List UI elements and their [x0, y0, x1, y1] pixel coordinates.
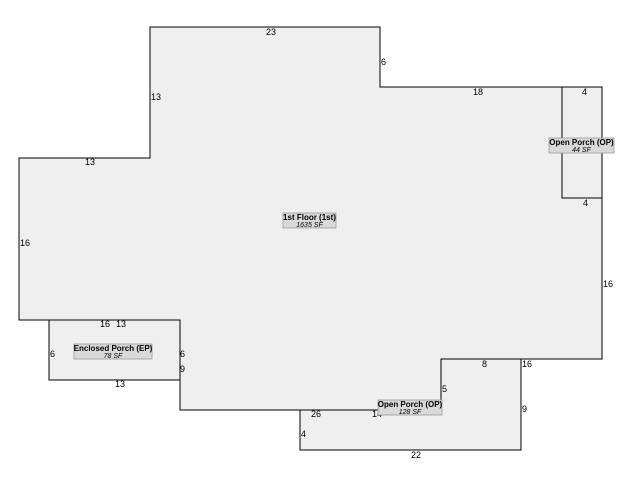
dimension-label: 6 — [50, 349, 55, 359]
dimension-label: 9 — [180, 364, 185, 374]
dimension-label: 14 — [372, 409, 382, 419]
dimension-label: 8 — [482, 359, 487, 369]
area-square-feet: 78 SF — [104, 353, 123, 360]
area-name: Open Porch (OP) — [378, 400, 443, 409]
dimension-label: 26 — [311, 409, 321, 419]
dimension-label: 9 — [522, 404, 527, 414]
dimension-label: 22 — [411, 450, 421, 460]
area-name: Enclosed Porch (EP) — [74, 344, 153, 353]
dimension-label: 6 — [381, 57, 386, 67]
dimension-label: 5 — [442, 384, 447, 394]
dimension-label: 16 — [522, 359, 532, 369]
dimension-label: 6 — [180, 349, 185, 359]
area-name: Open Porch (OP) — [549, 138, 614, 147]
dimension-label: 13 — [151, 92, 161, 102]
area-tag-open-porch-right: Open Porch (OP) 44 SF — [548, 137, 615, 154]
dimension-label: 4 — [582, 87, 587, 97]
dimension-label: 16 — [603, 279, 613, 289]
dimension-label: 23 — [266, 27, 276, 37]
area-square-feet: 128 SF — [399, 409, 422, 416]
area-square-feet: 44 SF — [572, 147, 591, 154]
area-name: 1st Floor (1st) — [283, 213, 336, 222]
area-tag-first-floor: 1st Floor (1st) 1635 SF — [282, 212, 337, 229]
dimension-label: 16 — [20, 238, 30, 248]
dimension-label: 4 — [301, 429, 306, 439]
area-tag-open-porch-bottom: Open Porch (OP) 128 SF — [377, 399, 443, 416]
dimension-label: 13 — [85, 157, 95, 167]
dimension-label: 16 — [100, 319, 110, 329]
area-tag-enclosed-porch: Enclosed Porch (EP) 78 SF — [73, 343, 153, 360]
dimension-label: 13 — [115, 379, 125, 389]
dimension-label: 18 — [473, 87, 483, 97]
dimension-label: 4 — [583, 198, 588, 208]
area-square-feet: 1635 SF — [296, 222, 323, 229]
dimension-label: 13 — [116, 319, 126, 329]
